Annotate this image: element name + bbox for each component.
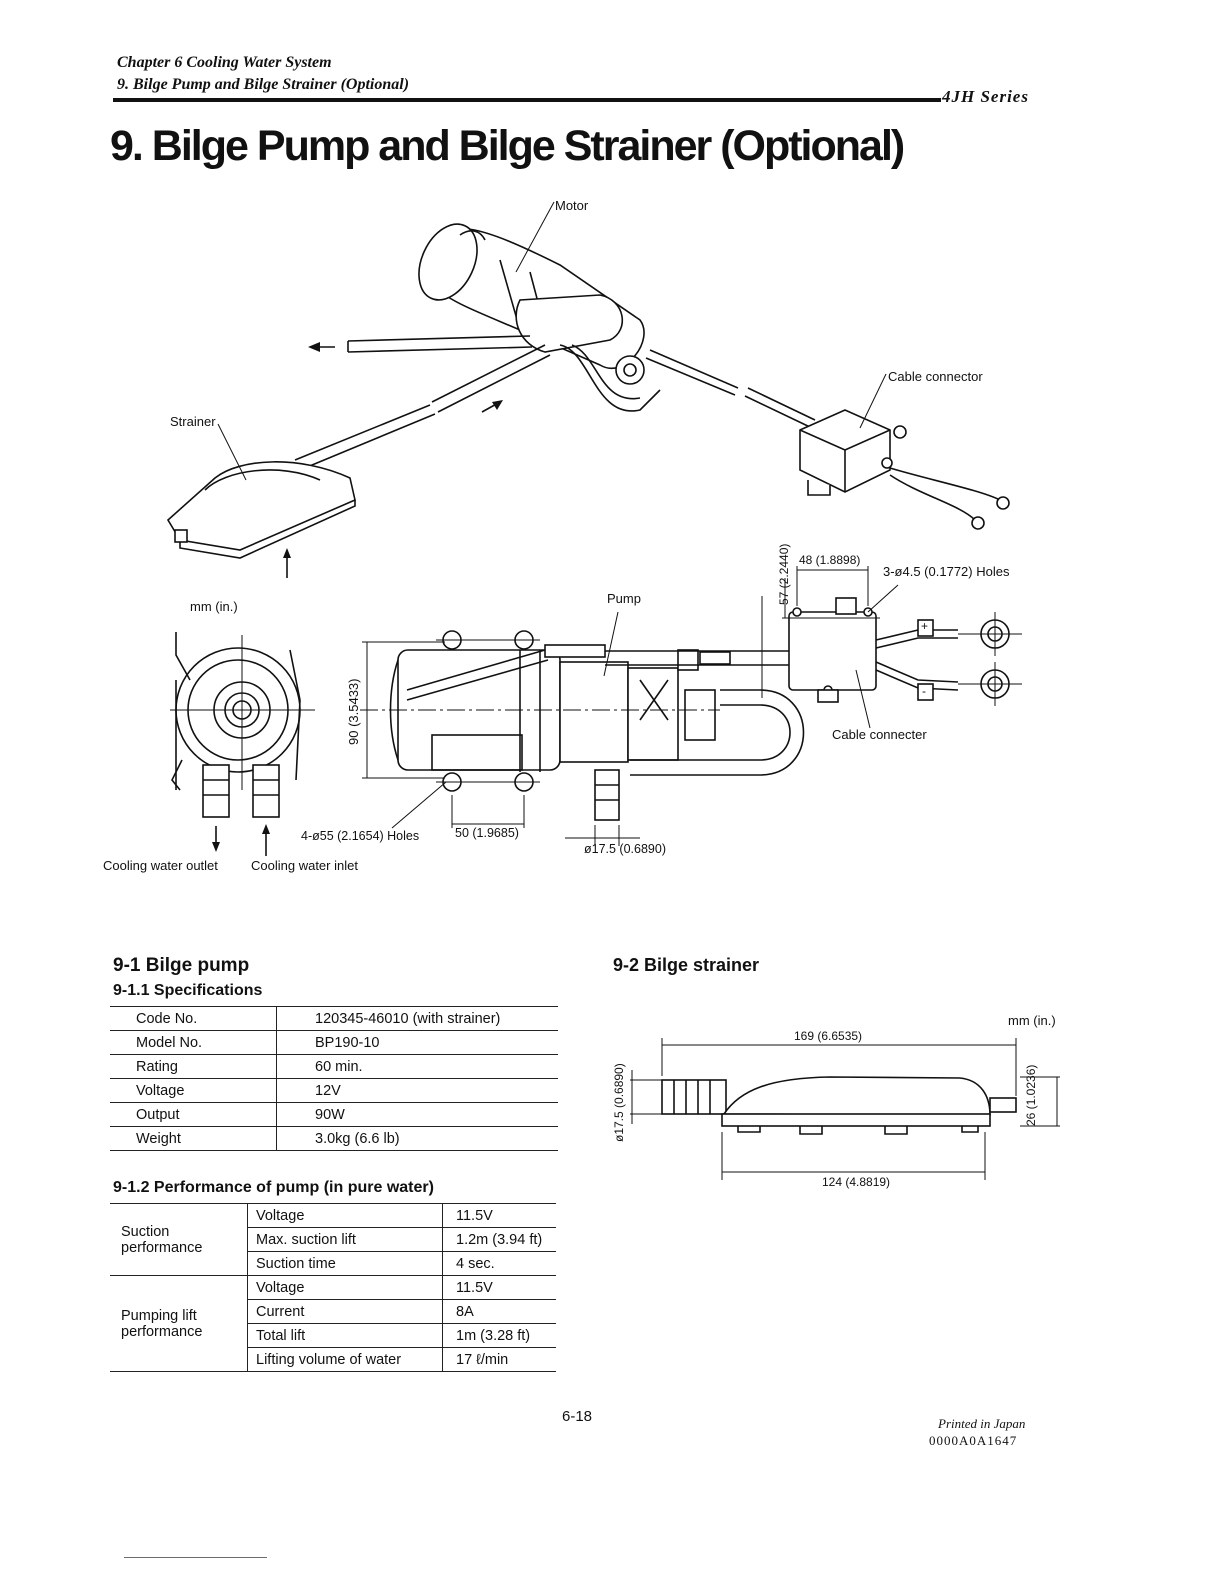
header-series: 4JH Series: [942, 87, 1029, 106]
dim-50-label: 50 (1.9685): [455, 826, 519, 840]
heading-specifications: 9-1.1 Specifications: [113, 982, 263, 999]
page-title: 9. Bilge Pump and Bilge Strainer (Option…: [110, 122, 905, 170]
dim-48-label: 48 (1.8898): [799, 553, 861, 567]
suction-group-label: Suction performance: [110, 1203, 248, 1276]
heading-performance: 9-1.2 Performance of pump (in pure water…: [113, 1179, 434, 1196]
pump-label: Pump: [607, 591, 641, 606]
dim-26-label: 26 (1.0236): [1024, 1064, 1038, 1126]
dim-dia-label: ø17.5 (0.6890): [612, 1063, 626, 1142]
dim-169-label: 169 (6.6535): [794, 1029, 863, 1043]
cable-connector-label: Cable connector: [888, 369, 983, 384]
table-row: Lifting volume of water 17 ℓ/min: [110, 1347, 556, 1372]
strainer-units-label: mm (in.): [1008, 1013, 1056, 1028]
minus-terminal-label: -: [922, 684, 926, 698]
table-row: Code No.120345-46010 (with strainer): [110, 1006, 558, 1031]
table-row: Total lift 1m (3.28 ft): [110, 1323, 556, 1348]
strainer-label: Strainer: [170, 414, 216, 429]
dim-17-5-label: ø17.5 (0.6890): [584, 842, 666, 856]
table-row: Suction performance Voltage 11.5V: [110, 1203, 556, 1276]
page-number: 6-18: [562, 1408, 593, 1425]
specifications-table: Code No.120345-46010 (with strainer) Mod…: [110, 1006, 558, 1151]
dim-124-label: 124 (4.8819): [822, 1175, 891, 1189]
plus-terminal-label: +: [921, 619, 929, 633]
heading-bilge-strainer: 9-2 Bilge strainer: [613, 955, 760, 975]
pumping-group-label: Pumping lift performance: [110, 1275, 248, 1372]
table-row: Suction time 4 sec.: [110, 1251, 556, 1276]
printed-in-japan: Printed in Japan: [938, 1416, 1026, 1431]
heading-bilge-pump: 9-1 Bilge pump: [113, 955, 250, 976]
table-row: Max. suction lift 1.2m (3.94 ft): [110, 1227, 556, 1252]
header-rule: [113, 98, 941, 102]
dim-90-label: 90 (3.5433): [346, 678, 361, 746]
header-chapter: Chapter 6 Cooling Water System: [117, 54, 332, 71]
dim-4-holes-label: 4-ø55 (2.1654) Holes: [301, 829, 420, 843]
cooling-water-inlet-label: Cooling water inlet: [251, 858, 358, 873]
performance-table: Suction performance Voltage 11.5V Max. s…: [110, 1203, 556, 1372]
pump-drawing: [170, 566, 1022, 856]
table-row: Model No.BP190-10: [110, 1030, 558, 1055]
pump-units-label: mm (in.): [190, 599, 238, 614]
strainer-drawing: [630, 1038, 1060, 1180]
table-row: Pumping lift performance Voltage 11.5V: [110, 1275, 556, 1372]
top-illustration: [166, 201, 1010, 578]
cable-connecter-label: Cable connecter: [832, 727, 927, 742]
motor-label: Motor: [555, 198, 589, 213]
header-section: 9. Bilge Pump and Bilge Strainer (Option…: [117, 76, 410, 93]
bottom-divider: [124, 1557, 267, 1558]
document-code: 0000A0A1647: [929, 1433, 1018, 1448]
cooling-water-outlet-label: Cooling water outlet: [103, 858, 218, 873]
dim-57-label: 57 (2.2440): [777, 543, 791, 605]
dim-3-holes-label: 3-ø4.5 (0.1772) Holes: [883, 564, 1010, 579]
